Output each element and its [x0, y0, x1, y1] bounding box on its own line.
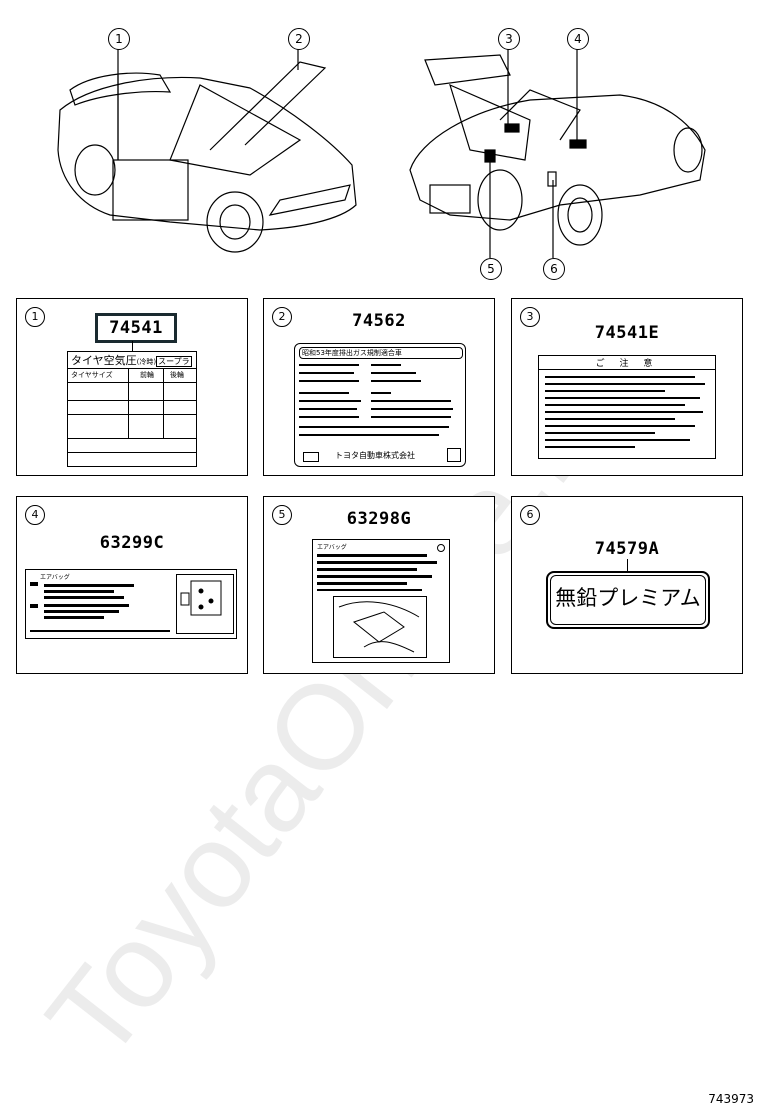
label-footer: トヨタ自動車株式会社	[335, 451, 415, 460]
panel-number: 3	[520, 307, 540, 327]
label-title: タイヤ空気圧	[71, 354, 137, 367]
panel-number: 4	[25, 505, 45, 525]
fuel-label-text: 無鉛プレミアム	[555, 586, 701, 610]
leader-line	[132, 341, 133, 351]
airbag-label-4: エアバッグ	[25, 569, 237, 639]
callout-6: 6	[543, 258, 565, 280]
col-tire-size: タイヤサイズ	[71, 371, 113, 379]
part-number[interactable]: 63298G	[346, 509, 412, 529]
panel-number: 5	[272, 505, 292, 525]
panel-6: 6 74579A 無鉛プレミアム	[511, 496, 743, 674]
panel-4: 4 63299C エアバッグ	[16, 496, 248, 674]
panel-number: 1	[25, 307, 45, 327]
label-header: エアバッグ	[40, 574, 70, 581]
label-title-small: (冷時)	[136, 358, 157, 366]
caution-label: ご 注 意	[538, 355, 716, 459]
callout-1: 1	[108, 28, 130, 50]
label-header: エアバッグ	[317, 544, 347, 551]
airbag-diagram	[176, 574, 234, 634]
label-header: ご 注 意	[595, 359, 659, 369]
car-front-illustration	[57, 48, 706, 258]
callout-2: 2	[288, 28, 310, 50]
col-rear: 後輪	[170, 371, 184, 379]
callout-4: 4	[567, 28, 589, 50]
panel-2: 2 74562 昭和53年度排出ガス規制適合車 トヨタ自動車株式会社	[263, 298, 495, 476]
panel-3: 3 74541E ご 注 意	[511, 298, 743, 476]
airbag-label-5: エアバッグ	[312, 539, 450, 663]
label-brand: スープラ	[156, 356, 192, 367]
label-header: 昭和53年度排出ガス規制適合車	[299, 347, 463, 359]
tire-pressure-label: タイヤ空気圧(冷時)スープラ タイヤサイズ 前輪 後輪	[67, 351, 197, 467]
part-number[interactable]: 74579A	[594, 539, 660, 559]
panel-number: 2	[272, 307, 292, 327]
fuel-label: 無鉛プレミアム	[546, 571, 710, 629]
part-number-highlighted[interactable]: 74541	[95, 313, 177, 343]
panel-1: 1 74541 タイヤ空気圧(冷時)スープラ タイヤサイズ 前輪 後輪	[16, 298, 248, 476]
leader-line	[627, 559, 628, 571]
part-number[interactable]: 74541E	[594, 323, 660, 343]
reference-code: 743973	[708, 1092, 754, 1106]
emission-label: 昭和53年度排出ガス規制適合車 トヨタ自動車株式会社	[294, 343, 466, 467]
col-front: 前輪	[140, 371, 154, 379]
callout-3: 3	[498, 28, 520, 50]
panel-number: 6	[520, 505, 540, 525]
callout-5: 5	[480, 258, 502, 280]
part-number[interactable]: 63299C	[99, 533, 165, 553]
panel-5: 5 63298G エアバッグ	[263, 496, 495, 674]
part-number[interactable]: 74562	[352, 311, 406, 331]
airbag-illustration	[333, 596, 427, 658]
